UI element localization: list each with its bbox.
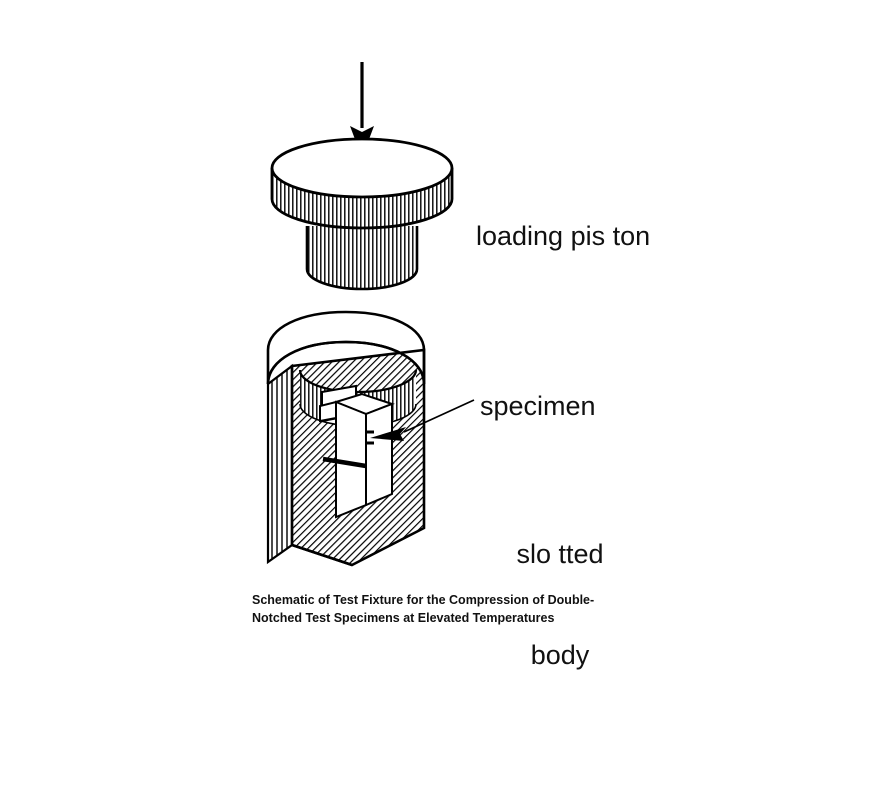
- test-specimen: [319, 392, 395, 519]
- specimen-head-overhang: [319, 400, 337, 423]
- label-specimen: specimen: [480, 391, 596, 421]
- label-slotted-body-line1: slo tted: [516, 538, 604, 569]
- specimen-leader-arrowhead: [370, 427, 406, 441]
- piston-top-face: [270, 137, 454, 199]
- piston-shaft: [305, 226, 419, 291]
- specimen-notch-lower: [322, 456, 367, 469]
- piston-shaft-hatching: [307, 226, 417, 289]
- body-left-side: [266, 363, 294, 565]
- loading-piston: [270, 137, 454, 291]
- figure-caption: Schematic of Test Fixture for the Compre…: [252, 593, 595, 626]
- body-outline: [290, 348, 426, 567]
- specimen-leader-line: [370, 399, 475, 441]
- specimen-side-face: [365, 402, 393, 507]
- label-slotted-body: slo tted body: [500, 470, 620, 740]
- specimen-front-face: [335, 400, 367, 519]
- body-bottom-edge: [291, 543, 353, 567]
- piston-flange: [270, 137, 454, 230]
- label-slotted-body-line2: body: [530, 639, 590, 670]
- label-loading-piston: loading pis ton: [476, 221, 651, 251]
